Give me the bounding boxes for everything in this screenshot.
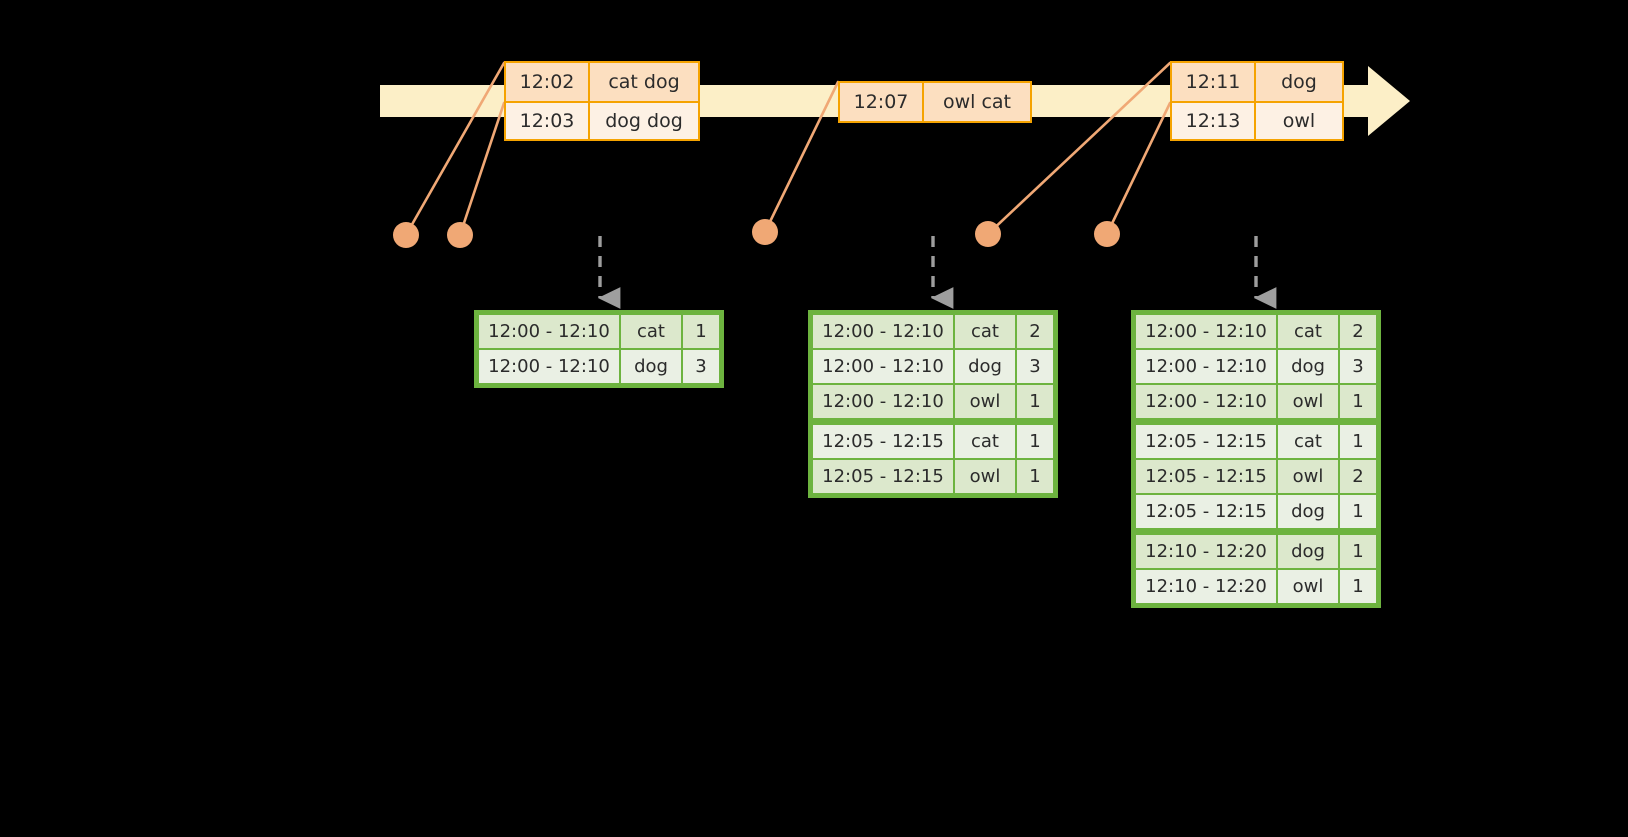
event-time: 12:13 <box>1172 103 1256 139</box>
count-cell: 2 <box>1340 460 1376 493</box>
count-cell: 2 <box>1340 315 1376 348</box>
window-cell: 12:05 - 12:15 <box>1136 425 1276 458</box>
key-cell: cat <box>1278 425 1338 458</box>
count-cell: 1 <box>1340 425 1376 458</box>
table-row[interactable]: 12:00 - 12:10 cat 2 <box>813 315 1053 348</box>
key-cell: dog <box>1278 495 1338 528</box>
key-cell: cat <box>1278 315 1338 348</box>
table-row[interactable]: 12:05 - 12:15 cat 1 <box>1136 425 1376 458</box>
window-group-divider <box>813 420 1053 423</box>
table-row[interactable]: 12:10 - 12:20 owl 1 <box>1136 570 1376 603</box>
count-cell: 2 <box>1017 315 1053 348</box>
window-group-divider <box>1136 530 1376 533</box>
window-cell: 12:00 - 12:10 <box>1136 385 1276 418</box>
window-cell: 12:00 - 12:10 <box>813 385 953 418</box>
count-cell: 1 <box>1340 535 1376 568</box>
table-row[interactable]: 12:05 - 12:15 dog 1 <box>1136 495 1376 528</box>
event-group-1[interactable]: 12:02 cat dog 12:03 dog dog <box>504 61 700 141</box>
event-row[interactable]: 12:13 owl <box>1172 101 1342 139</box>
window-cell: 12:00 - 12:10 <box>1136 350 1276 383</box>
key-cell: dog <box>955 350 1015 383</box>
table-row[interactable]: 12:00 - 12:10 owl 1 <box>1136 385 1376 418</box>
window-cell: 12:05 - 12:15 <box>1136 460 1276 493</box>
event-row[interactable]: 12:07 owl cat <box>840 83 1030 121</box>
key-cell: owl <box>1278 385 1338 418</box>
count-cell: 1 <box>683 315 719 348</box>
table-row[interactable]: 12:00 - 12:10 dog 3 <box>1136 350 1376 383</box>
key-cell: dog <box>1278 535 1338 568</box>
window-group-divider <box>1136 420 1376 423</box>
event-value: owl cat <box>942 91 1012 113</box>
table-row[interactable]: 12:05 - 12:15 owl 1 <box>813 460 1053 493</box>
key-cell: dog <box>621 350 681 383</box>
event-row[interactable]: 12:03 dog dog <box>506 101 698 139</box>
key-cell: owl <box>955 460 1015 493</box>
table-row[interactable]: 12:10 - 12:20 dog 1 <box>1136 535 1376 568</box>
event-row[interactable]: 12:11 dog <box>1172 63 1342 101</box>
window-cell: 12:00 - 12:10 <box>813 350 953 383</box>
count-cell: 3 <box>1340 350 1376 383</box>
table-row[interactable]: 12:00 - 12:10 cat 1 <box>479 315 719 348</box>
connector-dot-1 <box>393 222 419 248</box>
window-cell: 12:00 - 12:10 <box>479 315 619 348</box>
event-time: 12:03 <box>506 103 590 139</box>
count-cell: 1 <box>1340 570 1376 603</box>
window-cell: 12:00 - 12:10 <box>479 350 619 383</box>
connector-dot-3 <box>752 219 778 245</box>
event-value: cat dog <box>608 71 680 93</box>
window-cell: 12:05 - 12:15 <box>813 460 953 493</box>
result-table-1[interactable]: 12:00 - 12:10 cat 1 12:00 - 12:10 dog 3 <box>474 310 724 388</box>
count-cell: 1 <box>1340 385 1376 418</box>
count-cell: 1 <box>1017 385 1053 418</box>
table-row[interactable]: 12:05 - 12:15 owl 2 <box>1136 460 1376 493</box>
window-cell: 12:10 - 12:20 <box>1136 570 1276 603</box>
window-cell: 12:00 - 12:10 <box>1136 315 1276 348</box>
count-cell: 3 <box>1017 350 1053 383</box>
table-row[interactable]: 12:05 - 12:15 cat 1 <box>813 425 1053 458</box>
event-group-2[interactable]: 12:07 owl cat <box>838 81 1032 123</box>
connector-dot-4 <box>975 221 1001 247</box>
window-cell: 12:05 - 12:15 <box>1136 495 1276 528</box>
result-table-3[interactable]: 12:00 - 12:10 cat 2 12:00 - 12:10 dog 3 … <box>1131 310 1381 608</box>
table-row[interactable]: 12:00 - 12:10 dog 3 <box>813 350 1053 383</box>
result-table-2[interactable]: 12:00 - 12:10 cat 2 12:00 - 12:10 dog 3 … <box>808 310 1058 498</box>
key-cell: owl <box>955 385 1015 418</box>
emit-arrows <box>597 236 1277 309</box>
table-row[interactable]: 12:00 - 12:10 owl 1 <box>813 385 1053 418</box>
event-time: 12:02 <box>506 63 590 101</box>
key-cell: owl <box>1278 570 1338 603</box>
table-row[interactable]: 12:00 - 12:10 dog 3 <box>479 350 719 383</box>
event-time: 12:11 <box>1172 63 1256 101</box>
event-row[interactable]: 12:02 cat dog <box>506 63 698 101</box>
connector-dot-5 <box>1094 221 1120 247</box>
table-row[interactable]: 12:00 - 12:10 cat 2 <box>1136 315 1376 348</box>
key-cell: cat <box>621 315 681 348</box>
window-cell: 12:00 - 12:10 <box>813 315 953 348</box>
count-cell: 1 <box>1340 495 1376 528</box>
count-cell: 1 <box>1017 460 1053 493</box>
key-cell: cat <box>955 425 1015 458</box>
key-cell: dog <box>1278 350 1338 383</box>
window-cell: 12:10 - 12:20 <box>1136 535 1276 568</box>
event-time: 12:07 <box>840 83 924 121</box>
count-cell: 1 <box>1017 425 1053 458</box>
event-value: owl <box>1282 110 1316 132</box>
event-value: dog dog <box>605 110 683 132</box>
event-group-3[interactable]: 12:11 dog 12:13 owl <box>1170 61 1344 141</box>
connector-dots <box>393 219 1120 248</box>
count-cell: 3 <box>683 350 719 383</box>
key-cell: cat <box>955 315 1015 348</box>
window-cell: 12:05 - 12:15 <box>813 425 953 458</box>
event-value: dog <box>1281 71 1317 93</box>
key-cell: owl <box>1278 460 1338 493</box>
connector-dot-2 <box>447 222 473 248</box>
